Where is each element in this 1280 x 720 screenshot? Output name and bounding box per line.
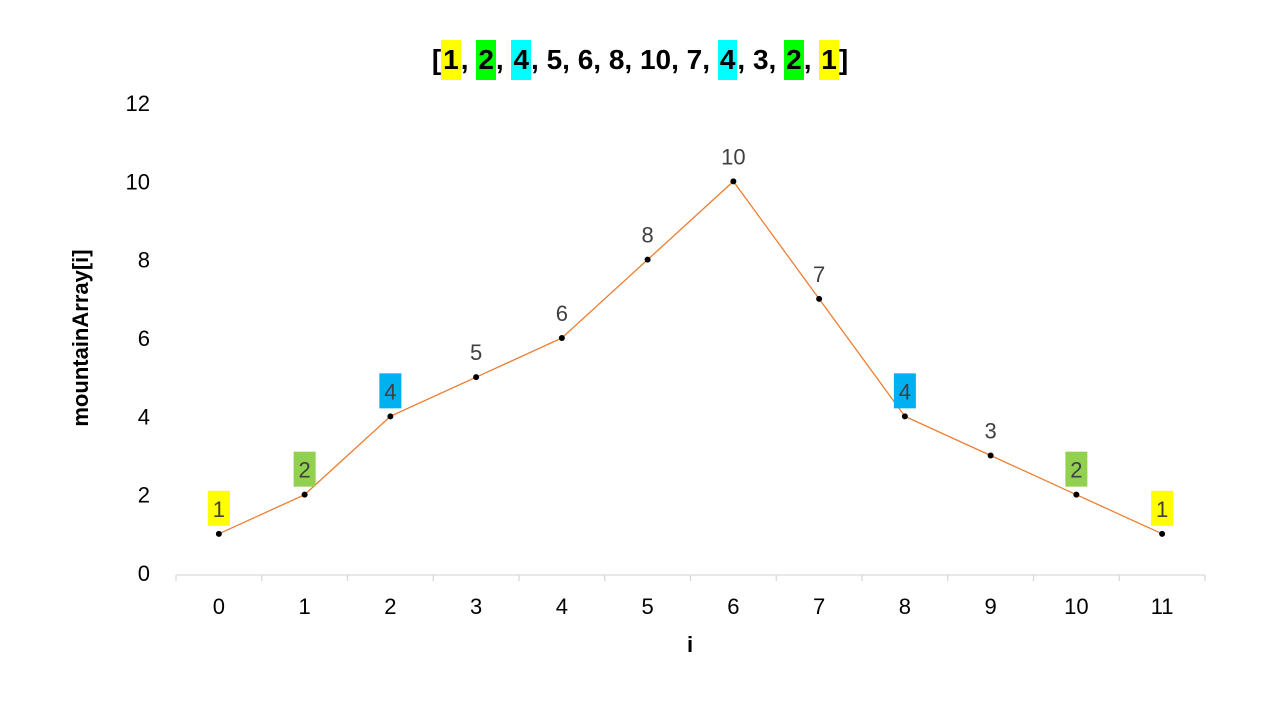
- x-axis: 0 1 2 3 4 5 6 7 8 9 10 11: [175, 574, 1206, 619]
- data-point: [1159, 530, 1166, 537]
- x-tick-label: 7: [813, 594, 825, 619]
- title-highlight: 1: [441, 40, 461, 80]
- x-tick-label: 9: [985, 594, 997, 619]
- data-label: 8: [642, 223, 654, 248]
- x-tick-label: 8: [899, 594, 911, 619]
- data-label: 4: [899, 379, 911, 404]
- data-point: [301, 491, 308, 498]
- y-tick-label: 4: [138, 404, 150, 429]
- data-label-highlight: [1065, 451, 1088, 487]
- data-point: [901, 413, 908, 420]
- data-label-highlight: [207, 490, 230, 526]
- y-tick-label: 8: [138, 248, 150, 273]
- title-text: [: [431, 44, 442, 75]
- title-highlight: 2: [784, 40, 804, 80]
- x-tick-label: 4: [556, 594, 568, 619]
- series-line: [215, 178, 1166, 537]
- x-tick-label: 5: [642, 594, 654, 619]
- y-tick-label: 0: [138, 561, 150, 586]
- x-tick-label: 1: [299, 594, 311, 619]
- data-point: [473, 374, 480, 381]
- data-point: [1073, 491, 1080, 498]
- title-highlight: 4: [717, 40, 738, 80]
- y-tick-label: 10: [126, 169, 150, 194]
- data-label: 4: [384, 379, 396, 404]
- data-label: 5: [470, 340, 482, 365]
- data-point: [644, 256, 651, 263]
- y-tick-label: 2: [138, 483, 150, 508]
- data-label: 2: [299, 458, 311, 483]
- data-label: 3: [985, 419, 997, 444]
- data-label: 1: [1156, 497, 1168, 522]
- title-highlight: 1: [819, 40, 839, 80]
- data-point: [215, 530, 222, 537]
- data-point: [387, 413, 394, 420]
- title-text: ,: [460, 44, 477, 75]
- chart-title: [1, 2, 4, 5, 6, 8, 10, 7, 4, 3, 2, 1]: [0, 40, 1280, 80]
- data-label: 10: [721, 144, 745, 169]
- x-tick-label: 11: [1151, 594, 1174, 619]
- data-label: 7: [813, 262, 825, 287]
- data-label: 6: [556, 301, 568, 326]
- x-tick-label: 3: [470, 594, 482, 619]
- title-text: ,: [803, 44, 820, 75]
- data-point: [987, 452, 994, 459]
- title-highlight: 2: [476, 40, 496, 80]
- data-labels: 1 2 4 5 6 8 10 7 4 3 2 1: [207, 144, 1174, 526]
- y-axis-title: mountainArray[i]: [68, 249, 93, 426]
- data-label-highlight: [893, 373, 916, 409]
- data-label-highlight: [379, 373, 402, 409]
- title-highlight: 4: [511, 40, 532, 80]
- series-polyline: [218, 180, 1163, 535]
- y-tick-label: 12: [126, 91, 150, 116]
- y-tick-label: 6: [138, 326, 150, 351]
- data-point: [558, 335, 565, 341]
- data-label: 1: [213, 497, 225, 522]
- x-tick-label: 0: [213, 594, 225, 619]
- title-text: ,: [495, 44, 512, 75]
- x-tick-label: 2: [384, 594, 396, 619]
- data-label-highlight: [1151, 490, 1174, 526]
- y-axis-ticks: 0 2 4 6 8 10 12: [126, 91, 150, 586]
- title-text: , 5, 6, 8, 10, 7,: [531, 44, 718, 75]
- title-text: , 3,: [737, 44, 785, 75]
- title-text: ]: [838, 44, 849, 75]
- data-label: 2: [1070, 458, 1082, 483]
- data-point: [730, 178, 737, 185]
- x-tick-label: 10: [1064, 594, 1088, 619]
- x-axis-title: i: [687, 632, 693, 657]
- data-label-highlight: [293, 451, 316, 487]
- data-point: [816, 295, 823, 302]
- x-tick-label: 6: [727, 594, 739, 619]
